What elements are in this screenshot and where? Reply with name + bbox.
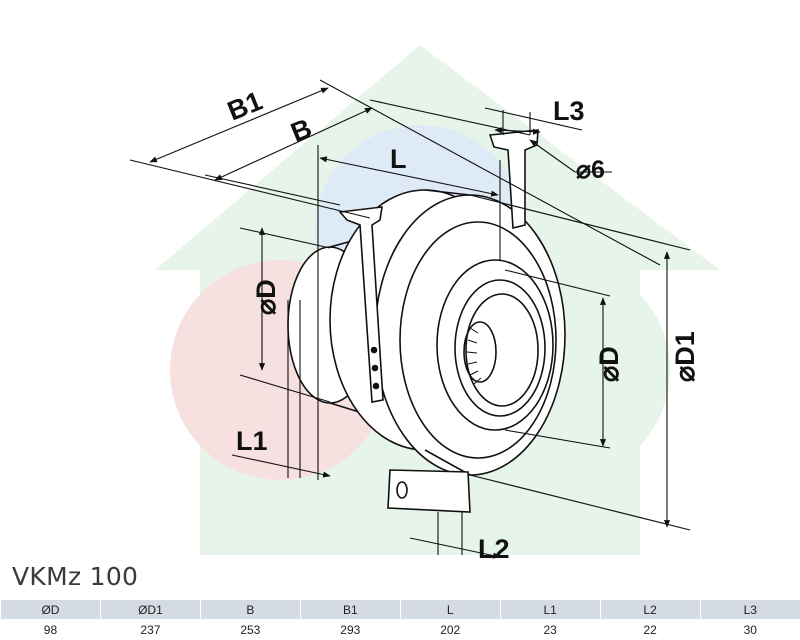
table-cell: 98 (0, 619, 101, 640)
impeller-blades (466, 327, 482, 385)
table-cell: 237 (99, 619, 201, 640)
table-cell: 23 (499, 619, 601, 640)
mounting-brackets (338, 129, 539, 403)
terminal-gland (396, 481, 408, 499)
hole-leader (529, 139, 576, 173)
table-cell: 202 (399, 619, 501, 640)
dim-label-d-right: ⌀D (594, 346, 624, 382)
impeller-hub (463, 321, 497, 383)
d-right-extension-top (504, 269, 611, 297)
bracket-hole (372, 382, 380, 390)
dim-label-l3: L3 (553, 96, 585, 126)
bracket-hole (371, 364, 379, 372)
table-cell: 293 (299, 619, 401, 640)
table-cell: 22 (599, 619, 701, 640)
specifications-table: ØD ØD1 B B1 L L1 L2 L3 98 237 253 293 20… (0, 600, 800, 640)
table-header-cell: L1 (499, 600, 601, 619)
table-header-cell: ØD (0, 600, 101, 619)
d1-extension-top (469, 194, 691, 251)
table-header-row: ØD ØD1 B B1 L L1 L2 L3 (0, 600, 800, 619)
table-cell: 30 (699, 619, 800, 640)
fan-technical-drawing: B1 B L L3 ⌀6 ⌀D ⌀D ⌀D1 L1 L2 (129, 45, 720, 560)
outlet-ring-mid (454, 279, 546, 417)
table-header-cell: L (399, 600, 501, 619)
d1-extension-bottom (469, 474, 691, 531)
bracket-hole (370, 346, 378, 354)
b1-extension-left (129, 159, 371, 219)
table-header-cell: L2 (599, 600, 701, 619)
dim-label-hole: ⌀6 (576, 156, 605, 184)
table-header-cell: B (199, 600, 301, 619)
outlet-ring-outer (436, 259, 554, 431)
dim-label-l: L (390, 144, 407, 174)
table-cell: 253 (199, 619, 301, 640)
table-header-cell: B1 (299, 600, 401, 619)
housing-front-ring (399, 221, 557, 459)
b-dimension-line (214, 107, 373, 181)
dimension-lines (129, 79, 691, 559)
dim-label-b1: B1 (223, 86, 266, 127)
bracket-right (488, 129, 539, 230)
dim-label-d1: ⌀D1 (670, 331, 700, 382)
l1-dimension-line (231, 454, 331, 478)
l-dimension-line (319, 156, 499, 197)
bracket-left (338, 206, 384, 403)
d-left-extension-top (239, 227, 331, 249)
d-left-extension-bottom (239, 374, 331, 403)
dim-label-d-left: ⌀D (251, 279, 281, 315)
table-header-cell: ØD1 (99, 600, 201, 619)
outlet-ring-inner (465, 293, 539, 407)
dim-label-l1: L1 (236, 426, 268, 456)
table-row: 98 237 253 293 202 23 22 30 (0, 619, 800, 640)
l2-dimension-line (409, 537, 501, 559)
dim-label-l2: L2 (478, 534, 510, 560)
d-right-extension-bottom (504, 429, 611, 449)
product-title: VKMz 100 (12, 562, 139, 591)
terminal-box (387, 469, 471, 513)
l3-extension (484, 107, 583, 131)
table-header-cell: L3 (699, 600, 800, 619)
